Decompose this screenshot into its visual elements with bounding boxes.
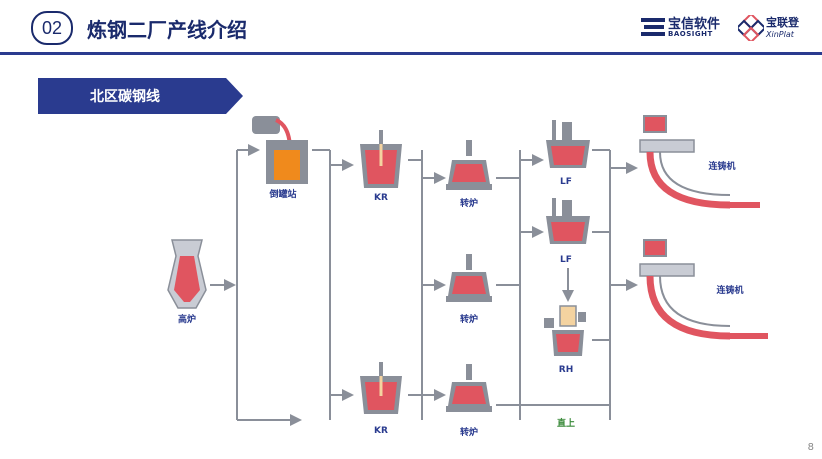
xinplat-logo-text: 宝联登 xyxy=(766,16,799,29)
lf-2-icon xyxy=(546,198,590,244)
caster-1-icon xyxy=(639,115,760,209)
page-title: 炼钢二厂产线介绍 xyxy=(87,18,247,42)
baosight-logo-subtext: BAOSIGHT xyxy=(668,30,713,38)
label-converter-3: 转炉 xyxy=(460,426,478,438)
header-bar xyxy=(0,0,822,52)
xinplat-logo: 宝联登 XinPlat xyxy=(738,12,818,44)
label-blast-furnace: 高炉 xyxy=(178,313,196,325)
converter-3-icon xyxy=(446,364,492,412)
baosight-logo-icon xyxy=(641,18,665,36)
page-number: 8 xyxy=(807,442,814,453)
header-divider xyxy=(0,52,822,55)
section-banner xyxy=(38,78,243,114)
flow-lines xyxy=(210,144,638,426)
section-label: 北区碳钢线 xyxy=(90,89,160,105)
tilting-station-icon xyxy=(252,116,308,184)
label-rh: RH xyxy=(559,365,573,375)
caster-2-icon xyxy=(639,239,768,340)
label-converter-2: 转炉 xyxy=(460,313,478,325)
label-tilting-station: 倒罐站 xyxy=(268,188,296,200)
baosight-logo-text: 宝信软件 xyxy=(668,17,721,32)
label-lf-1: LF xyxy=(560,177,572,187)
label-direct-up: 直上 xyxy=(557,417,575,429)
lf-1-icon xyxy=(546,120,590,168)
kr-bottom-icon xyxy=(360,362,402,414)
rh-icon xyxy=(544,305,586,356)
baosight-logo: 宝信软件 BAOSIGHT xyxy=(640,13,726,41)
label-lf-2: LF xyxy=(560,255,572,265)
label-kr-bottom: KR xyxy=(374,426,388,436)
xinplat-logo-subtext: XinPlat xyxy=(766,30,794,39)
kr-top-icon xyxy=(360,130,402,188)
converter-2-icon xyxy=(446,254,492,302)
converter-1-icon xyxy=(446,140,492,190)
label-caster-2: 连铸机 xyxy=(716,284,743,296)
label-converter-1: 转炉 xyxy=(460,197,478,209)
blast-furnace-icon xyxy=(167,239,207,309)
xinplat-logo-icon xyxy=(738,15,764,41)
label-caster-1: 连铸机 xyxy=(708,160,735,172)
section-number-badge: 02 xyxy=(31,11,73,45)
label-kr-top: KR xyxy=(374,193,388,203)
